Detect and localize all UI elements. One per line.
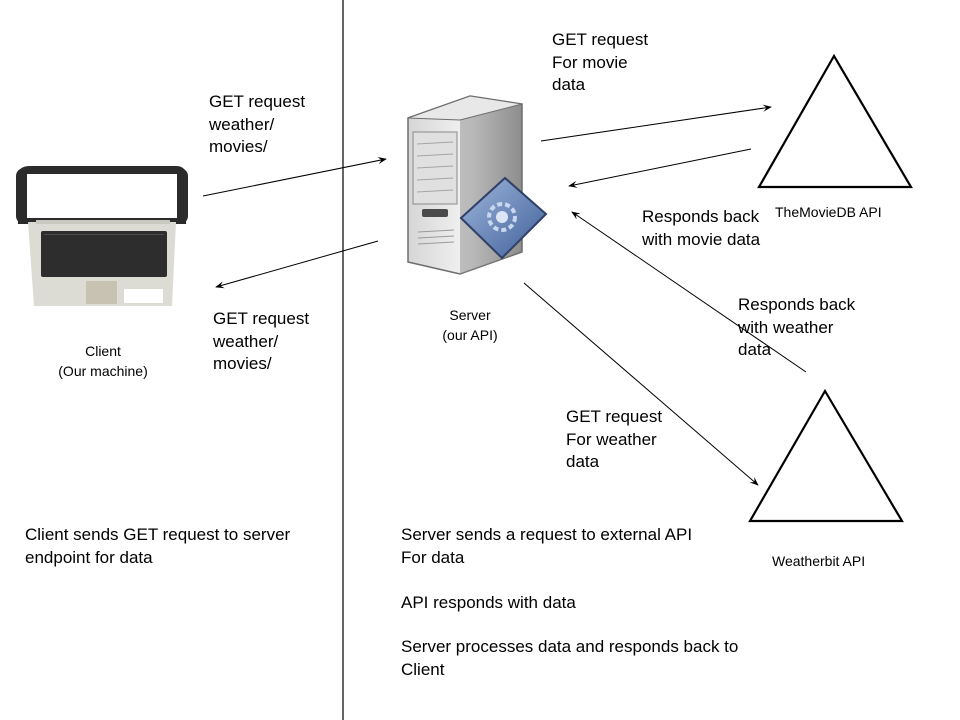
- client-note: Client sends GET request to server endpo…: [25, 525, 291, 567]
- server-note-request: Server sends a request to external API F…: [401, 525, 693, 567]
- weather-response-label: Responds back with weather data: [738, 295, 856, 359]
- moviedb-api-label: TheMovieDB API: [775, 204, 882, 220]
- weather-response-arrow: [571, 211, 807, 373]
- weather-request-label: GET request For weather data: [566, 407, 663, 471]
- client-request-arrow: [202, 157, 387, 197]
- movie-response-arrow: [568, 148, 752, 188]
- weatherbit-api-triangle: [748, 388, 904, 523]
- server-icon: [407, 95, 548, 275]
- client-request-label: GET request weather/ movies/: [209, 92, 306, 156]
- client-label: Client (Our machine): [58, 343, 148, 379]
- movie-request-label: GET request For movie data: [552, 30, 649, 94]
- weather-request-arrow: [523, 282, 759, 486]
- moviedb-api-triangle: [757, 53, 913, 189]
- server-note-response: API responds with data: [401, 593, 576, 612]
- weatherbit-api-label: Weatherbit API: [772, 553, 866, 569]
- client-response-label: GET request weather/ movies/: [213, 309, 310, 373]
- movie-response-label: Responds back with movie data: [642, 207, 761, 249]
- movie-request-arrow: [540, 104, 772, 142]
- client-response-arrow: [215, 240, 379, 289]
- laptop-icon: [16, 166, 188, 306]
- server-label: Server (our API): [442, 307, 498, 343]
- server-note-process: Server processes data and responds back …: [401, 637, 739, 679]
